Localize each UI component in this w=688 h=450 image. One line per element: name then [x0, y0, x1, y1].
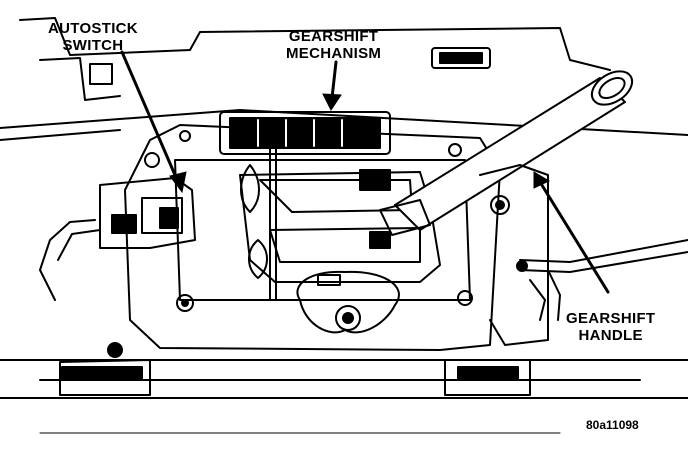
autostick-switch-label-line2: SWITCH: [62, 37, 124, 54]
gearshift-handle-label-line1: GEARSHIFT: [566, 310, 656, 327]
autostick-switch-label-line1: AUTOSTICK: [48, 20, 138, 37]
gearshift-handle-tube: [379, 70, 634, 236]
autostick-switch-arrow: [120, 50, 187, 194]
gearshift-mechanism-label-line1: GEARSHIFT: [288, 28, 379, 45]
shift-gate: [219, 111, 391, 155]
autostick-switch-label: AUTOSTICK SWITCH: [48, 20, 138, 54]
detent-spring-loop: [296, 270, 400, 334]
gearshift-mechanism-body: [239, 144, 441, 301]
gearshift-mechanism-arrow: [322, 60, 342, 111]
lower-console-tray: [0, 359, 688, 399]
right-bracket: [479, 164, 688, 346]
gearshift-handle-label: GEARSHIFT HANDLE: [566, 310, 655, 344]
gearshift-mechanism-label-line2: MECHANISM: [286, 45, 382, 62]
console-trim-outline: [0, 17, 688, 141]
gearshift-handle-label-line2: HANDLE: [578, 327, 643, 344]
gearshift-mechanism-label: GEARSHIFT MECHANISM: [286, 28, 381, 62]
autostick-switch-housing: [39, 177, 196, 358]
gearshift-handle-arrow: [533, 171, 610, 294]
shifter-base-plate: [124, 124, 501, 351]
figure-id: 80a11098: [586, 418, 639, 432]
